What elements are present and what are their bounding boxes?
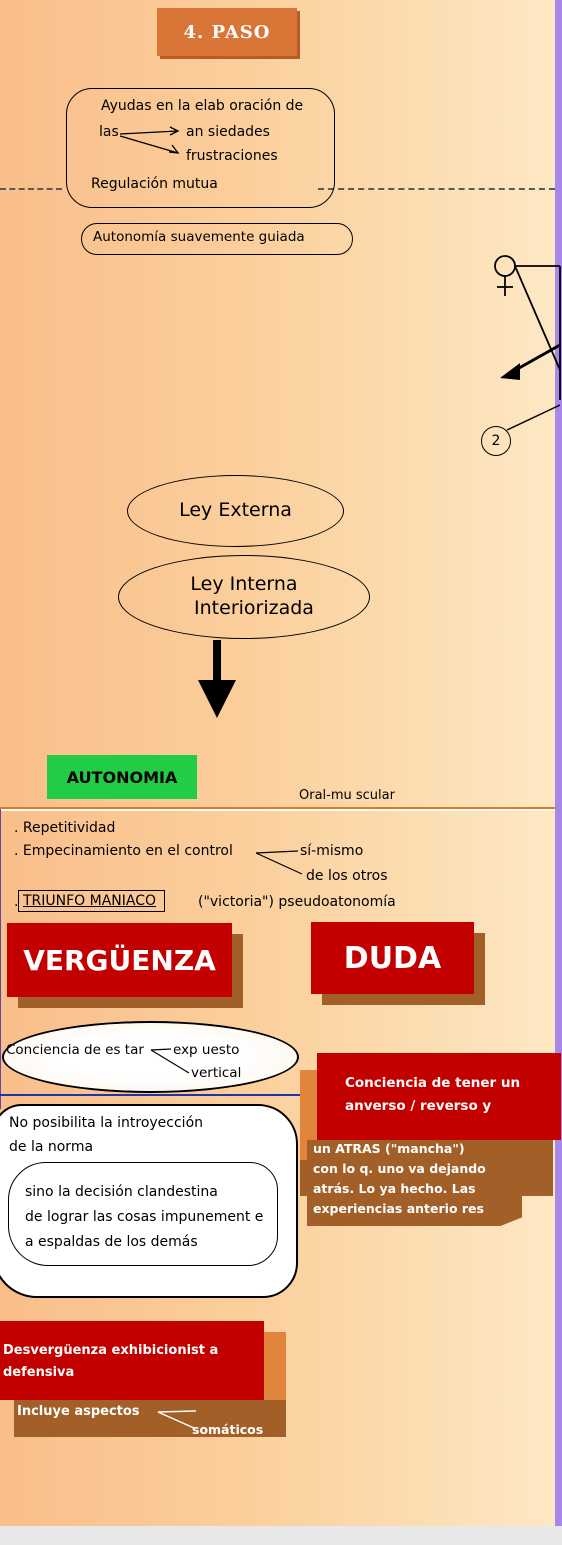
ayudas-ansiedades: an siedades — [186, 124, 270, 140]
desv-box-bottom — [14, 1400, 286, 1437]
ley-interna-ellipse: Ley Interna Interiorizada — [118, 555, 370, 639]
ayudas-line1: Ayudas en la elab oración de — [101, 98, 304, 114]
norma-line2: de la norma — [9, 1139, 94, 1155]
las-arrows — [119, 126, 180, 154]
ayudas-regulacion: Regulación mutua — [91, 176, 218, 192]
tener-line1: Conciencia de tener un — [345, 1075, 521, 1091]
expuesto-text: exp uesto — [173, 1042, 240, 1058]
si-mismo-text: sí-mismo — [300, 843, 364, 859]
ayudas-bubble — [66, 88, 335, 208]
desv-line1: Desvergüenza exhibicionist a — [3, 1343, 219, 1358]
oral-muscular-label: Oral-mu scular — [299, 788, 395, 803]
dashed-line-left — [0, 188, 62, 190]
bold-arrow-left — [500, 343, 561, 380]
victoria-text: ("victoria") pseudoatonomía — [198, 894, 396, 910]
sino-line2: de lograr las cosas impunement e — [25, 1209, 264, 1225]
atras-line2: con lo q. uno va dejando — [313, 1161, 486, 1176]
section-divider — [0, 807, 555, 809]
section-frame — [0, 809, 555, 811]
desv-box — [0, 1321, 264, 1400]
ayudas-las: las — [99, 124, 119, 140]
conciencia-estar-ellipse — [2, 1021, 299, 1093]
tener-box — [317, 1053, 561, 1140]
atras-box — [307, 1140, 522, 1226]
sino-cloud — [8, 1162, 278, 1266]
vertical-text: vertical — [191, 1065, 242, 1081]
right-border — [555, 0, 562, 1526]
atras-line4: experiencias anterio res — [313, 1201, 484, 1216]
down-arrow — [198, 640, 236, 718]
sino-line3: a espaldas de los demás — [25, 1234, 198, 1250]
autonomia-guiada-text: Autonomía suavemente guiada — [93, 229, 305, 245]
ley-interna-line1: Ley Interna — [190, 573, 298, 596]
somaticos-connectors — [157, 1410, 197, 1429]
sino-line1: sino la decisión clandestina — [25, 1184, 218, 1200]
tener-box-top — [300, 1070, 322, 1160]
conciencia-estar-text: Conciencia de es tar — [6, 1042, 144, 1058]
norma-line1: No posibilita la introyección — [9, 1115, 204, 1131]
control-connectors — [255, 850, 303, 875]
desv-line2: defensiva — [3, 1365, 75, 1380]
autonomia-guiada-bubble — [81, 223, 353, 255]
ayudas-frustraciones: frustraciones — [186, 148, 278, 164]
atras-line3: atrás. Lo ya hecho. Las — [313, 1181, 476, 1196]
verguenza-box: VERGÜENZA — [7, 923, 232, 997]
duda-box: DUDA — [311, 922, 474, 994]
underline-blue — [0, 1094, 300, 1096]
section-left-border — [0, 809, 1, 1109]
somaticos-text: somáticos — [192, 1422, 264, 1437]
repetitividad-text: . Repetitividad — [14, 820, 116, 836]
de-los-otros-text: de los otros — [306, 868, 388, 884]
autonomia-box: AUTONOMIA — [47, 755, 197, 799]
marker-connector — [506, 404, 561, 431]
ley-externa-ellipse: Ley Externa — [127, 475, 344, 547]
dashed-line-right — [318, 188, 555, 190]
tener-line2: anverso / reverso y — [345, 1098, 492, 1114]
marker-circle: 2 — [481, 426, 511, 456]
ley-interna-line2: Interiorizada — [194, 597, 314, 619]
expuesto-connectors — [150, 1048, 190, 1074]
atras-line1: un ATRAS ("mancha") — [313, 1141, 465, 1156]
triunfo-dot: . — [14, 894, 19, 910]
triunfo-maniaco-box: TRIUNFO MANIACO — [18, 890, 166, 912]
paso-heading: 4. PASO — [157, 8, 297, 56]
empecinamiento-text: . Empecinamiento en el control — [14, 843, 233, 859]
incluye-text: Incluye aspectos — [17, 1404, 140, 1419]
venus-icon — [494, 255, 561, 400]
